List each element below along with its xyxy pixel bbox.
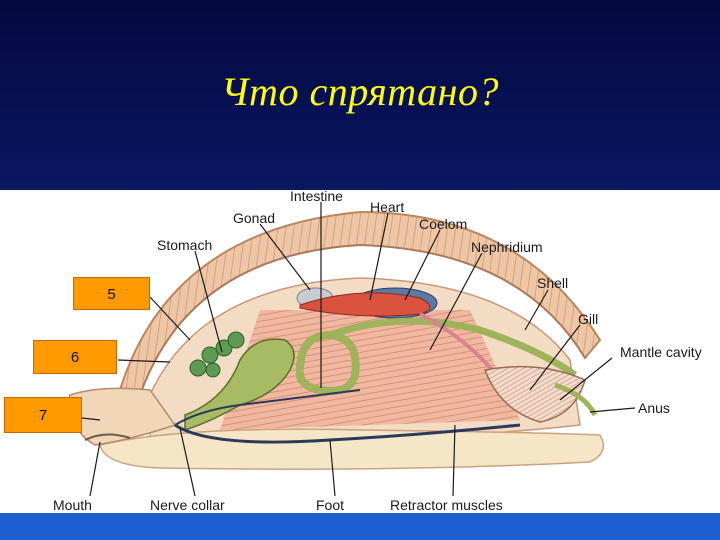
stomach-shape [184, 338, 295, 432]
label-nephridium: Nephridium [471, 239, 543, 255]
hidden-label-number: 6 [70, 349, 80, 366]
label-nerve-collar: Nerve collar [150, 497, 225, 513]
slide-title: Что спрятано? [221, 69, 499, 114]
label-intestine: Intestine [290, 190, 343, 204]
label-stomach: Stomach [157, 237, 212, 253]
label-shell: Shell [537, 275, 568, 291]
bottom-band [0, 513, 720, 540]
label-gill: Gill [578, 311, 598, 327]
intestine-tube [328, 317, 578, 378]
intestine-loop [295, 330, 360, 395]
retractor-muscles-shape [220, 310, 520, 430]
label-gonad: Gonad [233, 210, 275, 226]
label-coelom: Coelom [419, 216, 467, 232]
gill-shape [483, 365, 586, 423]
hidden-label-number: 5 [107, 286, 116, 303]
hidden-label-number: 7 [38, 407, 48, 424]
label-retractor-muscles: Retractor muscles [390, 497, 503, 513]
label-foot: Foot [316, 497, 344, 513]
mollusc-anatomy-diagram: Intestine Heart Gonad Coelom Stomach Nep… [53, 190, 702, 513]
label-mouth: Mouth [53, 497, 92, 513]
hidden-label-box-5: 5 [73, 277, 150, 310]
label-mantle-cavity: Mantle cavity [620, 344, 702, 360]
hidden-label-box-6: 6 [33, 340, 117, 374]
label-heart: Heart [370, 199, 404, 215]
foot-shape [99, 428, 605, 470]
diagram-panel: Intestine Heart Gonad Coelom Stomach Nep… [0, 190, 720, 513]
heart-shape [299, 292, 431, 317]
hidden-label-box-7: 7 [4, 397, 82, 433]
label-anus: Anus [638, 400, 670, 416]
